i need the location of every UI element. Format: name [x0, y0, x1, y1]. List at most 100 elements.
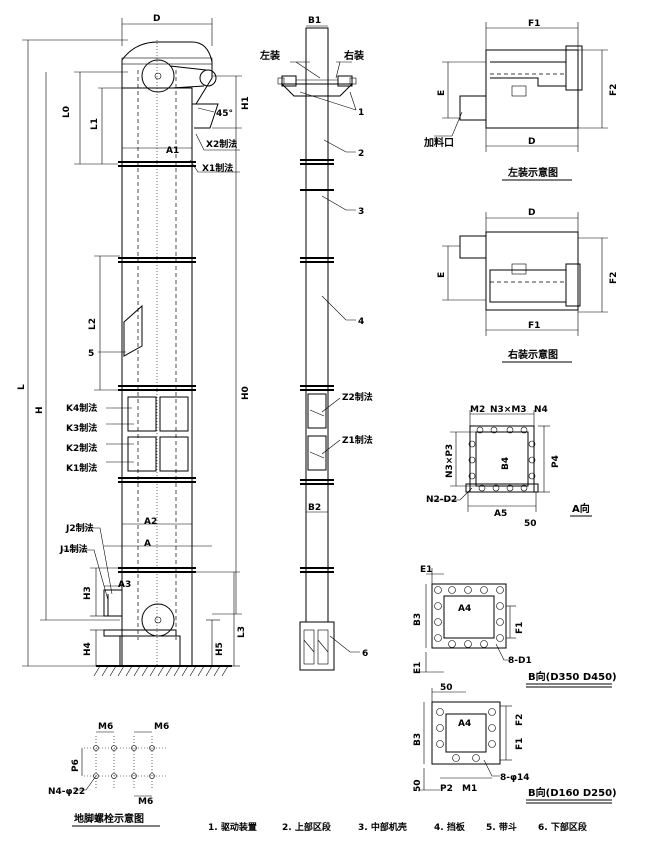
- callout-x1: X1制法: [202, 162, 233, 174]
- dim-p4: P4: [551, 455, 561, 468]
- part-number-3: 3: [358, 207, 364, 217]
- part-number-1: 1: [358, 108, 364, 118]
- callout-x2: X2制法: [206, 138, 237, 150]
- dim-a1: A1: [166, 146, 179, 156]
- dim-b3: B3: [413, 733, 423, 746]
- front-view: D L0 L1 H1 45° A1 X2制法 X1制法 L H H0 L2 5 …: [17, 14, 251, 677]
- caption-view-b2: B向(D160 D250): [528, 786, 617, 799]
- caption-anchor: 地脚螺栓示意图: [74, 812, 144, 825]
- view-b2-diagram: 50 A4 F2 F1 B3 50 P2 M1 8-φ14 B向(D160 D2…: [413, 683, 617, 804]
- side-view: B1 左装 右装 1 2 3 4 Z2制法 Z1制法 B2 6: [259, 16, 373, 671]
- legend-item-2: 2. 上部区段: [282, 821, 332, 833]
- dim-b4: B4: [501, 457, 511, 470]
- dim-l: L: [17, 384, 27, 390]
- dim-f1: F1: [528, 321, 540, 331]
- dim-f1: F1: [515, 738, 525, 750]
- dim-b3: B3: [413, 613, 423, 626]
- dim-a5: A5: [494, 509, 507, 519]
- dim-l0: L0: [62, 106, 72, 118]
- dim-f1: F1: [515, 622, 525, 634]
- dim-h5: H5: [215, 642, 225, 656]
- callout-j2: J2制法: [65, 522, 94, 534]
- callout-z2: Z2制法: [342, 391, 373, 403]
- legend-item-3: 3. 中部机壳: [358, 821, 407, 833]
- dim-50: 50: [524, 519, 537, 529]
- legend-item-1: 1. 驱动装置: [208, 821, 257, 833]
- dim-m6-left: M6: [98, 722, 113, 732]
- dim-p6: P6: [71, 759, 81, 772]
- legend-item-5: 5. 带斗: [486, 821, 517, 833]
- dim-a: A: [144, 539, 151, 549]
- dim-h1: H1: [241, 96, 251, 110]
- dim-f2: F2: [609, 272, 619, 284]
- dim-b1: B1: [308, 16, 321, 26]
- part-number-4: 4: [358, 317, 364, 327]
- dim-f1: F1: [528, 19, 540, 29]
- part-number-6: 6: [362, 649, 368, 659]
- dim-b2: B2: [308, 503, 321, 513]
- callout-z1: Z1制法: [342, 434, 373, 446]
- dim-e1: E1: [420, 565, 432, 575]
- part-number-2: 2: [358, 149, 364, 159]
- callout-k4: K4制法: [66, 402, 97, 414]
- dim-d: D: [153, 14, 160, 24]
- view-a-diagram: M2 N3×M3 N4 N3×P3 B4 P4 N2-D2 A5 50 A向: [426, 405, 592, 529]
- dim-h: H: [35, 406, 45, 414]
- dim-n3p3: N3×P3: [445, 444, 455, 478]
- bolt-holes-b2: [436, 708, 496, 762]
- dim-f2: F2: [609, 84, 619, 96]
- dim-d: D: [528, 208, 535, 218]
- callout-k1: K1制法: [66, 462, 97, 474]
- callout-k2: K2制法: [66, 442, 97, 454]
- dim-angle: 45°: [216, 109, 233, 119]
- dim-m1: M1: [462, 784, 477, 794]
- bolt-holes-b1: [434, 586, 504, 648]
- dim-d: D: [528, 137, 535, 147]
- caption-left-install: 左装示意图: [507, 166, 558, 179]
- caption-view-a: A向: [572, 502, 590, 515]
- dim-m6-right: M6: [154, 722, 169, 732]
- legend-item-4: 4. 挡板: [434, 821, 466, 833]
- right-install-diagram: D E F2 F1 右装示意图: [437, 208, 619, 363]
- dim-a3: A3: [118, 580, 131, 590]
- dim-n2d2: N2-D2: [426, 495, 457, 505]
- caption-view-b1: B向(D350 D450): [528, 670, 617, 683]
- left-install-diagram: F1 F2 E D 加料口 左装示意图: [423, 19, 619, 181]
- dim-a4: A4: [458, 604, 471, 614]
- dim-a4: A4: [458, 719, 471, 729]
- dim-50-top: 50: [440, 683, 453, 693]
- dim-m2: M2: [470, 405, 485, 415]
- callout-5: 5: [88, 349, 94, 359]
- label-left-install: 左装: [259, 49, 280, 62]
- dim-e: E: [437, 90, 447, 96]
- legend-item-6: 6. 下部区段: [538, 821, 588, 833]
- dim-n3m3: N3×M3: [490, 405, 527, 415]
- bolt-holes-a: [468, 426, 536, 492]
- dim-m6-bottom: M6: [138, 797, 153, 807]
- dim-h0: H0: [241, 386, 251, 400]
- dim-p2: P2: [440, 784, 453, 794]
- label-inlet: 加料口: [423, 136, 454, 149]
- dim-8-phi14: 8-φ14: [500, 773, 530, 783]
- dim-e1-bottom: E1: [413, 662, 423, 674]
- view-b1-diagram: E1 A4 B3 F1 E1 8-D1 B向(D350 D450): [413, 565, 617, 688]
- callout-j1: J1制法: [59, 543, 88, 555]
- callout-k3: K3制法: [66, 422, 97, 434]
- label-right-install: 右装: [343, 49, 364, 62]
- dim-e: E: [437, 272, 447, 278]
- dim-50: 50: [413, 779, 423, 792]
- dim-8-d1: 8-D1: [508, 656, 532, 666]
- dim-l3: L3: [237, 626, 247, 638]
- dim-l1: L1: [90, 118, 100, 130]
- dim-n4-phi22: N4-φ22: [48, 787, 85, 797]
- dim-h3: H3: [83, 586, 93, 600]
- anchor-bolt-diagram: M6 M6 P6 N4-φ22 M6 地脚螺栓示意图: [48, 722, 169, 827]
- dim-h4: H4: [83, 642, 93, 656]
- dim-n4: N4: [534, 405, 548, 415]
- parts-legend: 1. 驱动装置 2. 上部区段 3. 中部机壳 4. 挡板 5. 带斗 6. 下…: [208, 821, 588, 833]
- dim-l2: L2: [88, 318, 98, 330]
- dim-a2: A2: [144, 517, 157, 527]
- caption-right-install: 右装示意图: [507, 348, 558, 361]
- dim-f2: F2: [515, 714, 525, 726]
